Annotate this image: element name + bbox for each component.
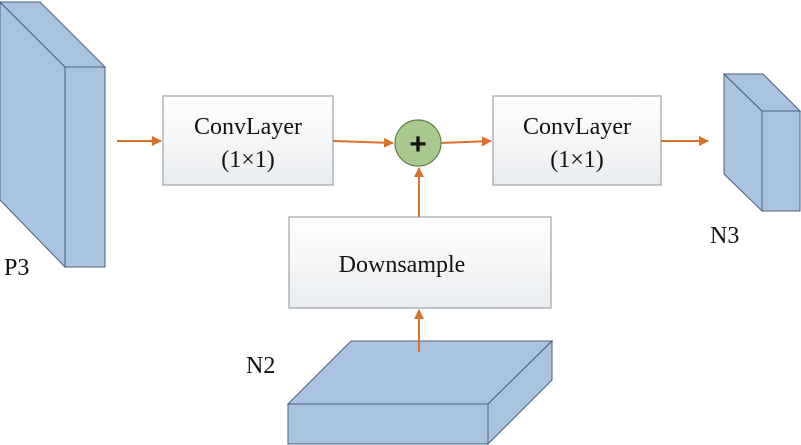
convlayer-block-1-title: ConvLayer [194, 114, 302, 140]
convlayer-block-1-box [162, 95, 334, 186]
convlayer-block-2: ConvLayer (1×1) [492, 95, 662, 186]
convlayer-block-1: ConvLayer (1×1) [162, 95, 334, 186]
add-node: + [394, 119, 442, 167]
n3-tensor-front [761, 110, 801, 212]
arrow-add-to-convlayer-2 [440, 136, 492, 147]
downsample-block: Downsample [288, 216, 552, 309]
p3-tensor [0, 1, 107, 269]
n2-label: N2 [246, 353, 275, 379]
convlayer-block-1-kernel: (1×1) [221, 147, 275, 173]
p3-tensor-front [64, 66, 106, 268]
convlayer-block-2-box [492, 95, 662, 186]
n2-tensor [286, 339, 554, 445]
n2-tensor-front [287, 403, 489, 445]
p3-label: P3 [4, 255, 29, 281]
downsample-label: Downsample [339, 252, 466, 278]
n3-tensor [722, 72, 801, 213]
plus-icon: + [409, 128, 427, 161]
convlayer-block-2-title: ConvLayer [523, 114, 631, 140]
arrows [117, 136, 709, 352]
convlayer-block-2-kernel: (1×1) [550, 147, 604, 173]
n3-label: N3 [710, 223, 739, 249]
arrow-convlayer-1-to-add [332, 137, 394, 148]
